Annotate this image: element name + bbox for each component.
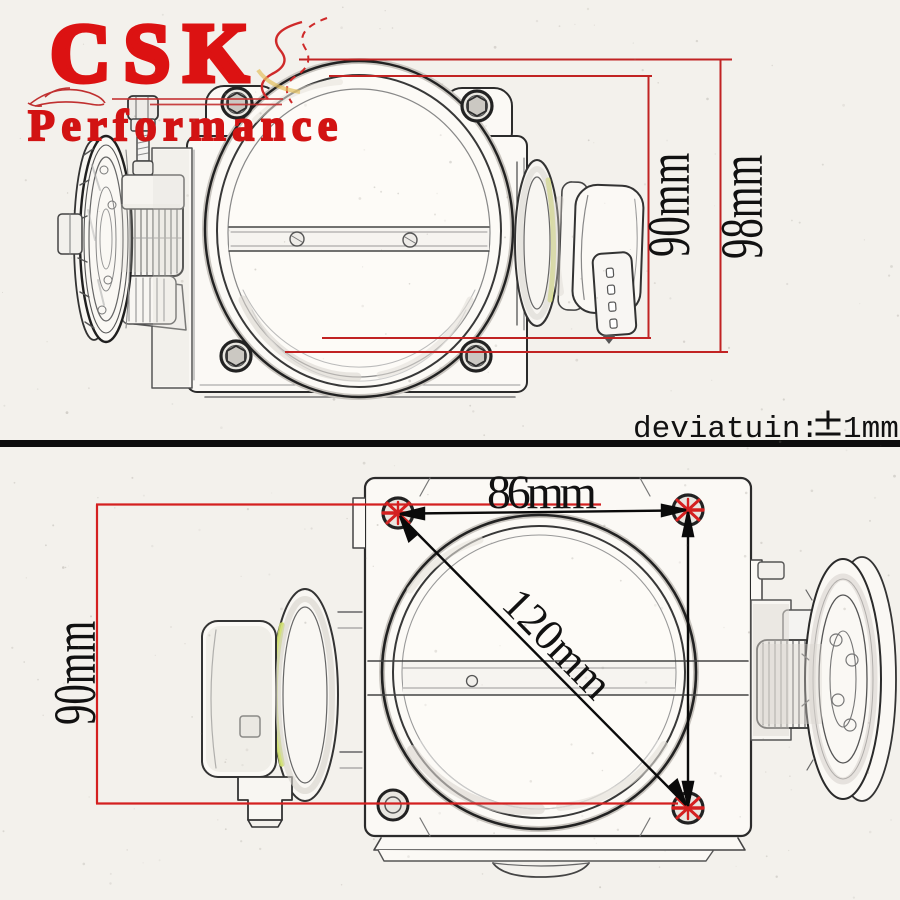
svg-text:90mm: 90mm [636, 153, 703, 257]
svg-text:Performance: Performance [28, 101, 344, 150]
svg-text:86mm: 86mm [487, 466, 597, 519]
svg-text:90mm: 90mm [42, 621, 109, 725]
svg-text:98mm: 98mm [709, 155, 776, 259]
svg-text:CSK: CSK [50, 7, 262, 100]
